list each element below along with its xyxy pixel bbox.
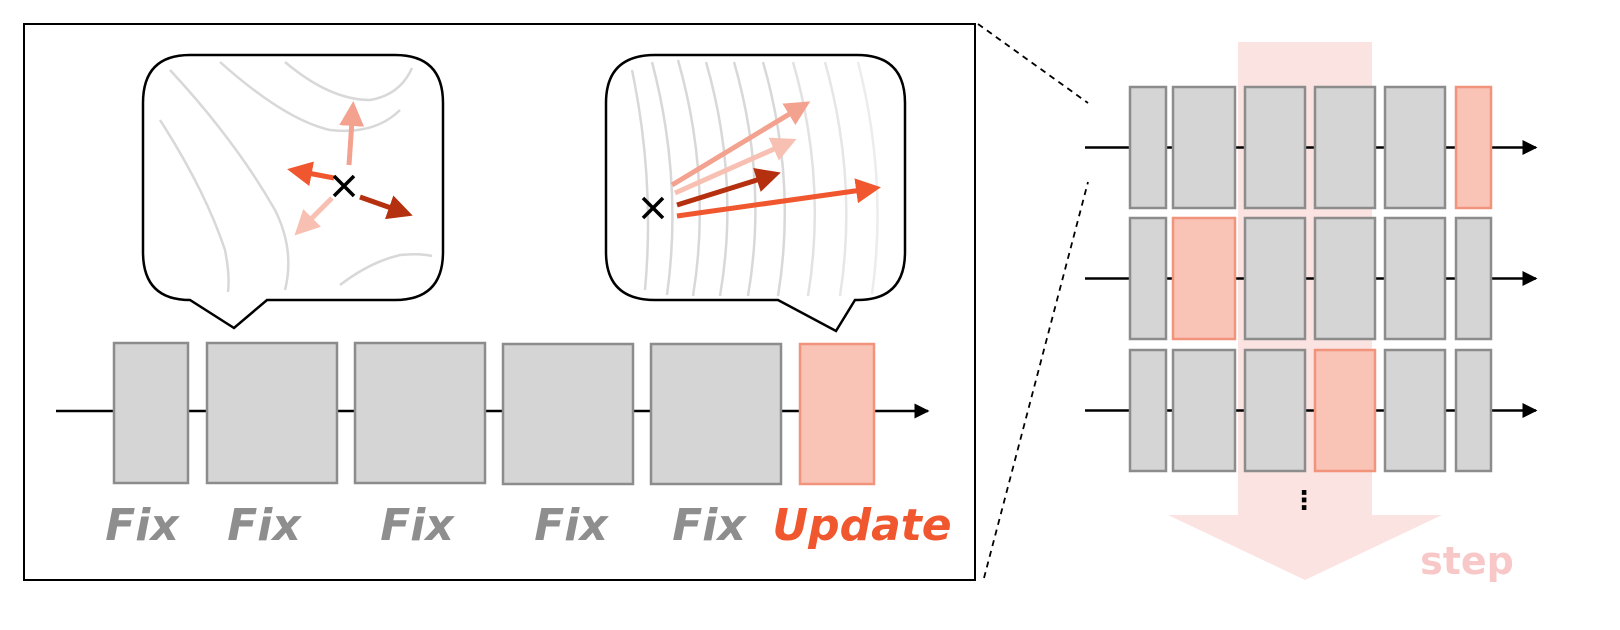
gradient-arrow-downleft [294, 196, 334, 236]
fix-block [1383, 216, 1447, 341]
stack-rows [1085, 85, 1538, 473]
fix-block [1313, 216, 1377, 341]
ellipsis: ⋮ [1291, 486, 1317, 516]
fix-block [1243, 216, 1307, 341]
update-arrow-4 [676, 178, 881, 219]
fix-block [1128, 348, 1168, 473]
stack-row [1085, 85, 1538, 210]
fix-block [649, 342, 783, 486]
fix-block [205, 341, 339, 485]
fix-block [1128, 216, 1168, 341]
fix-block [1383, 85, 1447, 210]
fix-block [1454, 216, 1493, 341]
update-block [1171, 216, 1237, 341]
fix-block [1128, 85, 1168, 210]
fix-block [501, 342, 635, 486]
step-label: step [1420, 539, 1514, 583]
update-block [798, 342, 876, 486]
fix-block [1383, 348, 1447, 473]
update-label: Update [772, 500, 951, 551]
fix-label: Fix [672, 500, 747, 551]
current-point-marker [641, 196, 665, 220]
zoom-line-top [977, 23, 1089, 104]
stack-row [1085, 348, 1538, 473]
valley-landscape-bubble [604, 53, 907, 333]
contour-lines [158, 61, 433, 293]
main-block-group [112, 341, 876, 486]
main-label-group: Fix Fix Fix Fix Fix Update [105, 500, 951, 551]
fix-block [1171, 85, 1237, 210]
saddle-landscape-bubble [141, 53, 445, 330]
gradient-arrow-left [287, 161, 335, 187]
fix-block [1171, 348, 1237, 473]
update-arrow-3 [676, 168, 781, 208]
update-block [1313, 348, 1377, 473]
gradient-arrow-up [339, 101, 365, 166]
current-point-marker [332, 174, 356, 198]
zoom-line-bottom [983, 181, 1089, 579]
update-block [1454, 85, 1493, 210]
fix-label: Fix [534, 500, 609, 551]
fix-block [1454, 348, 1493, 473]
update-arrow-2 [673, 137, 797, 196]
fix-block [353, 341, 487, 485]
fix-label: Fix [227, 500, 302, 551]
gradient-arrow-downright [359, 194, 413, 220]
stack-row [1085, 216, 1538, 341]
fix-block [1243, 348, 1307, 473]
fix-label: Fix [105, 500, 180, 551]
fix-label: Fix [380, 500, 455, 551]
fix-block [1243, 85, 1307, 210]
update-arrow-1 [670, 101, 811, 188]
contour-lines [630, 59, 879, 297]
fix-block [112, 341, 190, 485]
fix-block [1313, 85, 1377, 210]
